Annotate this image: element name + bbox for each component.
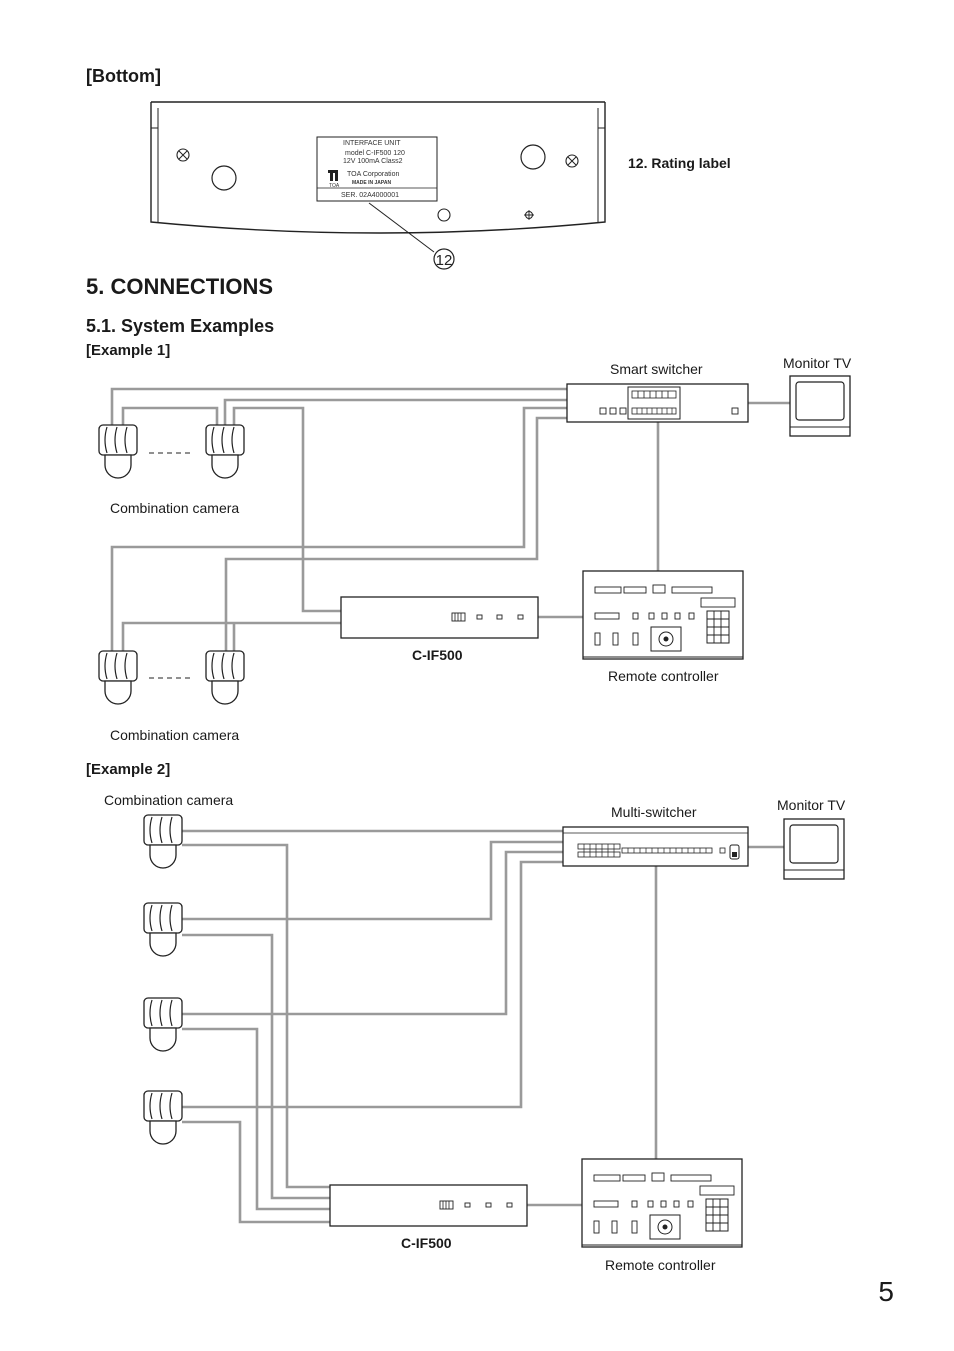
ex1-camera-icon — [205, 424, 245, 479]
example1-cables — [110, 387, 790, 651]
ex2-camera-icon — [143, 997, 183, 1052]
ex2-camera-icon — [143, 814, 183, 869]
screw-icon — [565, 154, 579, 168]
hole-icon — [437, 208, 451, 222]
ex2-multi-switcher — [562, 826, 749, 867]
ex1-monitor-tv-icon — [789, 375, 851, 437]
ex2-remote-controller-icon — [581, 1158, 743, 1248]
callout-number: 12 — [436, 252, 453, 269]
ex2-cif500-unit — [329, 1184, 528, 1227]
toa-logo-text: TOA — [329, 183, 340, 189]
foot-icon — [520, 144, 546, 170]
ex1-remote-controller-label: Remote controller — [608, 668, 719, 684]
bottom-view-panel: INTERFACE UNIT model C-IF500 120 12V 100… — [150, 101, 606, 270]
ex1-camera-icon — [205, 650, 245, 705]
crosshair-hole-icon — [524, 210, 534, 220]
rating-label-serial: SER. 02A4000001 — [341, 192, 399, 199]
example2-cables — [182, 829, 784, 1224]
ex2-camera-label: Combination camera — [104, 792, 234, 808]
ex2-monitor-tv-icon — [783, 818, 845, 880]
ex1-camera-icon — [98, 650, 138, 705]
rating-label-line5: MADE IN JAPAN — [352, 180, 391, 186]
ex1-camera-label-bottom: Combination camera — [110, 727, 240, 743]
ex2-monitor-tv-label: Monitor TV — [777, 797, 846, 813]
ex2-remote-controller-label: Remote controller — [605, 1257, 716, 1273]
example2-heading: [Example 2] — [86, 761, 171, 778]
callout-line — [368, 202, 435, 253]
connections-heading: 5. CONNECTIONS — [86, 274, 274, 299]
rating-label-plate: INTERFACE UNIT model C-IF500 120 12V 100… — [316, 136, 438, 202]
ex2-camera-icon — [143, 902, 183, 957]
toa-logo-icon — [328, 170, 338, 181]
callout-circle — [433, 248, 455, 270]
ex2-multi-switcher-label: Multi-switcher — [611, 804, 697, 820]
ex1-camera-label-top: Combination camera — [110, 500, 240, 516]
ex2-camera-icon — [143, 1090, 183, 1145]
ex1-remote-controller-icon — [582, 570, 744, 660]
ex1-cif500-unit — [340, 596, 539, 639]
rating-label-line3: 12V 100mA Class2 — [343, 158, 403, 165]
ex1-smart-switcher-label: Smart switcher — [610, 361, 703, 377]
rating-label-line1: INTERFACE UNIT — [343, 140, 401, 147]
ex1-monitor-tv-label: Monitor TV — [783, 355, 852, 371]
system-examples-heading: 5.1. System Examples — [86, 316, 275, 336]
ex1-smart-switcher — [566, 383, 749, 423]
ex1-camera-icon — [98, 424, 138, 479]
ex2-cif500-label: C-IF500 — [401, 1235, 452, 1251]
example1-heading: [Example 1] — [86, 342, 171, 359]
bottom-heading: [Bottom] — [86, 66, 161, 86]
foot-icon — [211, 165, 237, 191]
rating-label-line2: model C-IF500 120 — [345, 150, 405, 157]
screw-icon — [176, 148, 190, 162]
rating-label-callout-text: 12. Rating label — [628, 155, 731, 171]
page-number: 5 — [878, 1276, 894, 1307]
rating-label-line4: TOA Corporation — [347, 171, 400, 178]
ex1-cif500-label: C-IF500 — [412, 647, 463, 663]
